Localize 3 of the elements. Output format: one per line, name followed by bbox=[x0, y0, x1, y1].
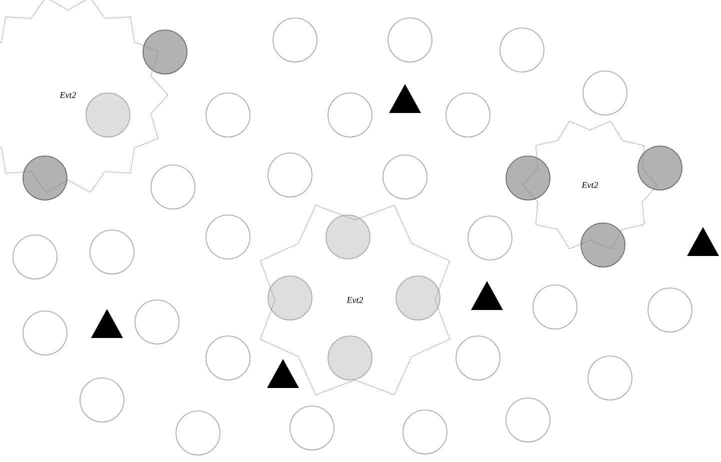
event-region: Evt2 bbox=[260, 204, 450, 396]
event-region: Evt2 bbox=[522, 120, 658, 250]
event-region: Evt2 bbox=[0, 0, 169, 193]
